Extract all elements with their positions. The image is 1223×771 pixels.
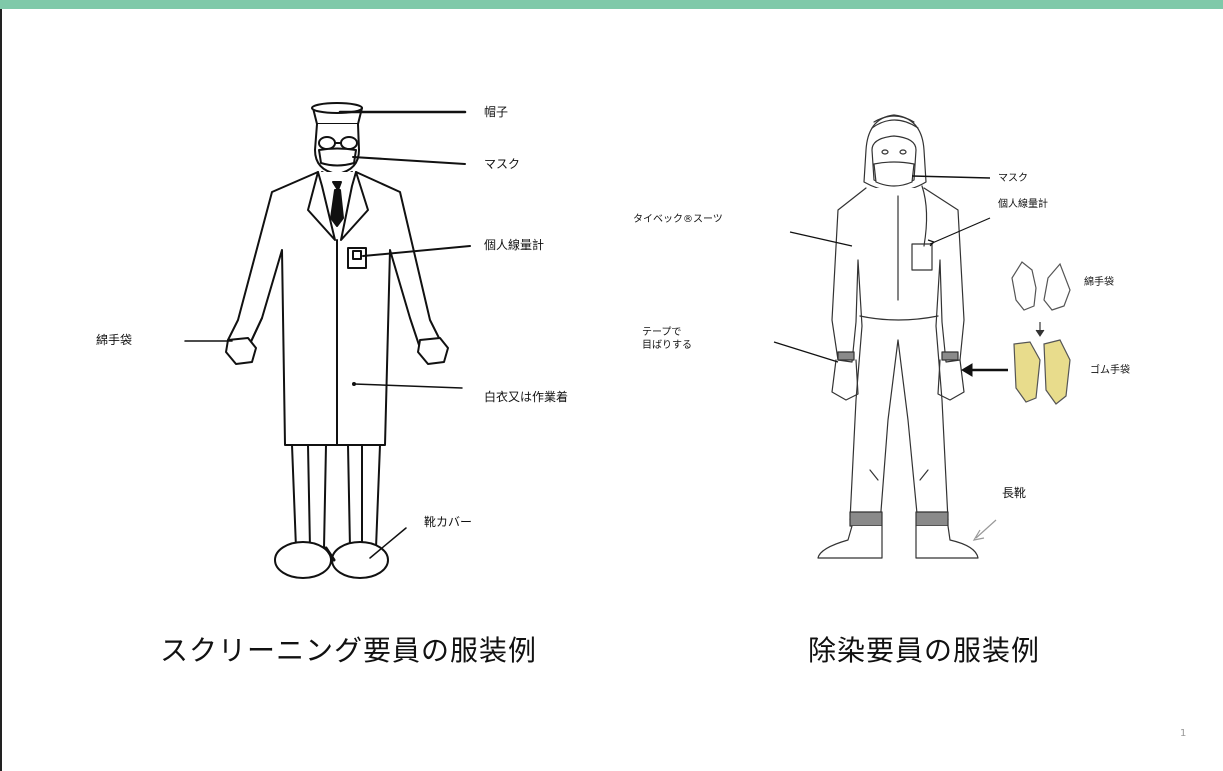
leader-boots xyxy=(975,519,997,539)
label-tyvek-suit: タイベック®スーツ xyxy=(633,214,723,225)
leader-shoe-cover xyxy=(369,527,407,559)
screening-figure xyxy=(225,102,449,579)
label-mask-right: マスク xyxy=(998,173,1028,184)
label-hat: 帽子 xyxy=(484,105,509,119)
left-border xyxy=(0,9,2,771)
leader-tape xyxy=(773,341,839,363)
label-boots: 長靴 xyxy=(1002,486,1027,500)
label-shoe-cover: 靴カバー xyxy=(424,515,473,529)
leader-coat xyxy=(353,383,463,389)
label-rubber-gloves: ゴム手袋 xyxy=(1090,365,1130,376)
leader-tyvek xyxy=(789,231,853,247)
decon-figure xyxy=(817,114,979,559)
caption-decon: 除染要員の服装例 xyxy=(808,634,1041,667)
cotton-gloves-illustration xyxy=(1011,261,1071,311)
leader-mask-right xyxy=(911,175,991,179)
label-dosimeter-left: 個人線量計 xyxy=(484,238,545,252)
leader-mask-left xyxy=(352,156,466,165)
caption-screening: スクリーニング要員の服装例 xyxy=(160,634,538,667)
label-dosimeter-right: 個人線量計 xyxy=(998,199,1048,210)
header-bar xyxy=(0,0,1223,9)
label-mask-left: マスク xyxy=(484,157,521,171)
rubber-gloves-illustration xyxy=(1013,339,1071,405)
leader-dosimeter-left xyxy=(362,245,471,257)
label-tape-seal: テープで 目ばりする xyxy=(642,327,692,351)
label-cotton-gloves-right: 綿手袋 xyxy=(1084,277,1114,288)
label-lab-coat: 白衣又は作業着 xyxy=(484,390,569,404)
leader-dosimeter-right xyxy=(929,217,991,245)
page-number: 1 xyxy=(1180,728,1187,739)
label-cotton-gloves-left: 綿手袋 xyxy=(96,333,133,347)
